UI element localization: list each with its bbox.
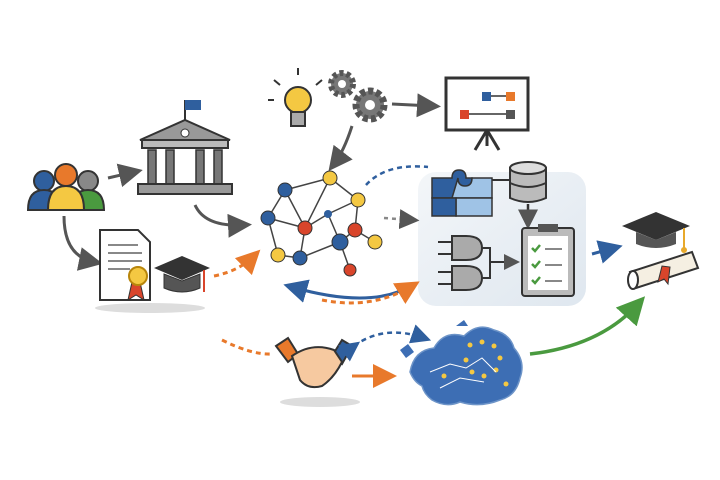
dashed-link-to-handshake xyxy=(221,338,273,356)
lightbulb-icon xyxy=(268,68,323,127)
handshake-icon xyxy=(274,336,360,407)
dashed-link-handshake-to-europe xyxy=(338,324,432,362)
puzzle-icon xyxy=(431,169,493,217)
arrow-europe-to-diploma xyxy=(529,296,646,356)
arrow-network-to-process xyxy=(321,281,420,305)
institution-building-icon xyxy=(137,100,233,195)
arrow-process-to-diploma xyxy=(591,240,623,264)
arrow-ideas-to-presentation xyxy=(391,93,441,118)
arrow-people-to-document xyxy=(62,215,103,271)
graduation-cap-icon xyxy=(154,256,210,293)
graduation-cap-icon xyxy=(622,212,690,253)
people-group-icon xyxy=(26,163,106,211)
logic-gates-icon xyxy=(438,235,504,291)
gears-icon xyxy=(328,70,388,123)
arrow-network-to-process xyxy=(383,209,420,230)
diploma-scroll-icon xyxy=(627,250,700,290)
checklist-clipboard-icon xyxy=(521,224,575,297)
europe-map-icon xyxy=(400,320,523,406)
document-certificate-icon xyxy=(95,229,205,313)
arrow-education-to-network xyxy=(213,249,261,278)
arrow-institution-to-network xyxy=(193,204,252,238)
arrow-people-to-institution xyxy=(107,163,143,188)
database-icon xyxy=(509,161,547,203)
presentation-board-icon xyxy=(444,76,530,151)
arrow-ideas-to-network xyxy=(328,125,354,172)
network-graph-icon xyxy=(260,170,383,277)
dashed-link-network-to-puzzle xyxy=(365,165,429,186)
